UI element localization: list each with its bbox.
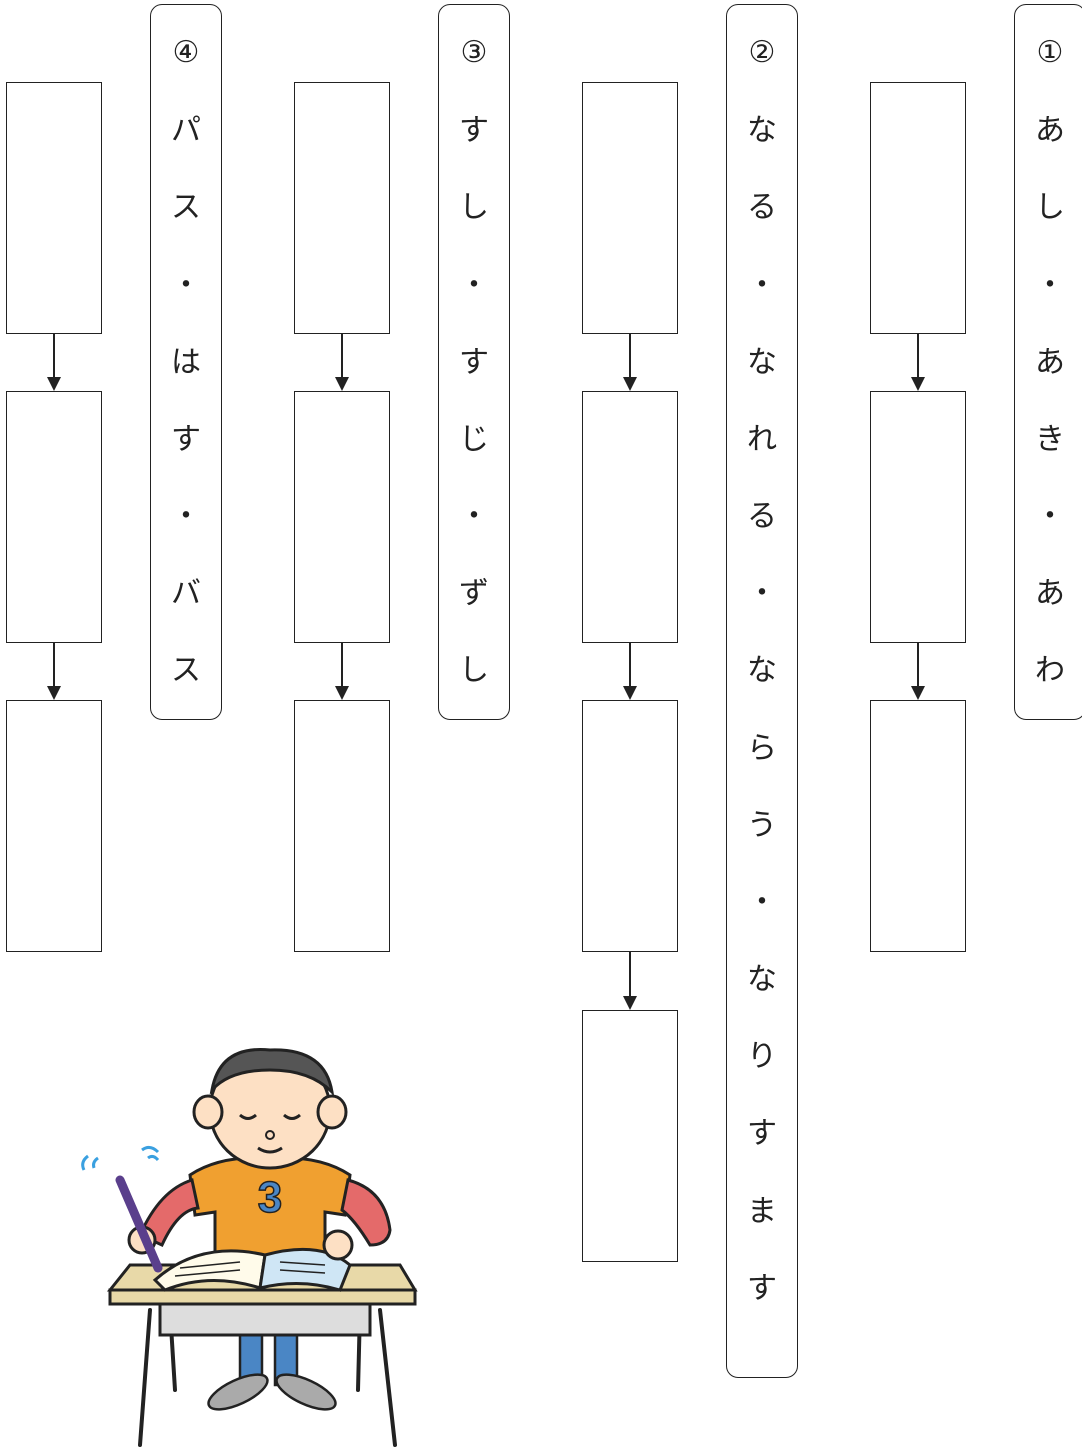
question-number: ③ (439, 33, 509, 73)
down-arrow-icon (908, 642, 928, 700)
answer-box-q1-2[interactable] (870, 391, 966, 643)
word-char: す (727, 1269, 797, 1309)
question-4-pill: ④ パ ス ・ は す ・ バ ス (150, 4, 222, 720)
question-2-pill: ② な る ・ な れ る ・ な ら う ・ な り す ま す (726, 4, 798, 1378)
word-char: し (439, 188, 509, 228)
down-arrow-icon (620, 952, 640, 1010)
answer-box-q4-3[interactable] (6, 700, 102, 952)
word-char: あ (1015, 574, 1082, 614)
question-3-pill: ③ す し ・ す じ ・ ず し (438, 4, 510, 720)
shirt-number: 3 (258, 1173, 282, 1222)
answer-box-q1-1[interactable] (870, 82, 966, 334)
question-number: ② (727, 33, 797, 73)
separator: ・ (727, 574, 797, 614)
word-char: ず (439, 574, 509, 614)
separator: ・ (151, 266, 221, 306)
word-char: わ (1015, 651, 1082, 691)
word-char: す (727, 1114, 797, 1154)
down-arrow-icon (44, 333, 64, 391)
word-char: じ (439, 420, 509, 460)
word-char: あ (1015, 343, 1082, 383)
answer-box-q2-4[interactable] (582, 1010, 678, 1262)
down-arrow-icon (332, 642, 352, 700)
word-char: し (439, 651, 509, 691)
word-char: る (727, 188, 797, 228)
word-char: し (1015, 188, 1082, 228)
question-number: ④ (151, 33, 221, 73)
word-char: な (727, 111, 797, 151)
separator: ・ (727, 266, 797, 306)
answer-box-q4-2[interactable] (6, 391, 102, 643)
answer-box-q1-3[interactable] (870, 700, 966, 952)
question-number: ① (1015, 33, 1082, 73)
student-studying-illustration: 3 (70, 1040, 430, 1450)
word-char: き (1015, 420, 1082, 460)
word-char: な (727, 651, 797, 691)
separator: ・ (439, 497, 509, 537)
separator: ・ (439, 266, 509, 306)
word-char: ら (727, 729, 797, 769)
down-arrow-icon (908, 333, 928, 391)
down-arrow-icon (44, 642, 64, 700)
separator: ・ (151, 497, 221, 537)
word-char: ス (151, 188, 221, 228)
word-char: あ (1015, 111, 1082, 151)
word-char: り (727, 1037, 797, 1077)
answer-box-q3-3[interactable] (294, 700, 390, 952)
word-char: な (727, 343, 797, 383)
word-char: は (151, 343, 221, 383)
answer-box-q2-3[interactable] (582, 700, 678, 952)
word-char: る (727, 497, 797, 537)
word-char: う (727, 806, 797, 846)
down-arrow-icon (620, 642, 640, 700)
separator: ・ (1015, 497, 1082, 537)
word-char: ま (727, 1192, 797, 1232)
answer-box-q2-1[interactable] (582, 82, 678, 334)
word-char: す (151, 420, 221, 460)
word-char: バ (151, 574, 221, 614)
word-char: れ (727, 420, 797, 460)
word-char: す (439, 111, 509, 151)
separator: ・ (1015, 266, 1082, 306)
word-char: な (727, 960, 797, 1000)
answer-box-q3-1[interactable] (294, 82, 390, 334)
answer-box-q3-2[interactable] (294, 391, 390, 643)
answer-box-q2-2[interactable] (582, 391, 678, 643)
word-char: ス (151, 651, 221, 691)
question-1-pill: ① あ し ・ あ き ・ あ わ (1014, 4, 1082, 720)
down-arrow-icon (620, 333, 640, 391)
word-char: パ (151, 111, 221, 151)
word-char: す (439, 343, 509, 383)
answer-box-q4-1[interactable] (6, 82, 102, 334)
separator: ・ (727, 883, 797, 923)
down-arrow-icon (332, 333, 352, 391)
